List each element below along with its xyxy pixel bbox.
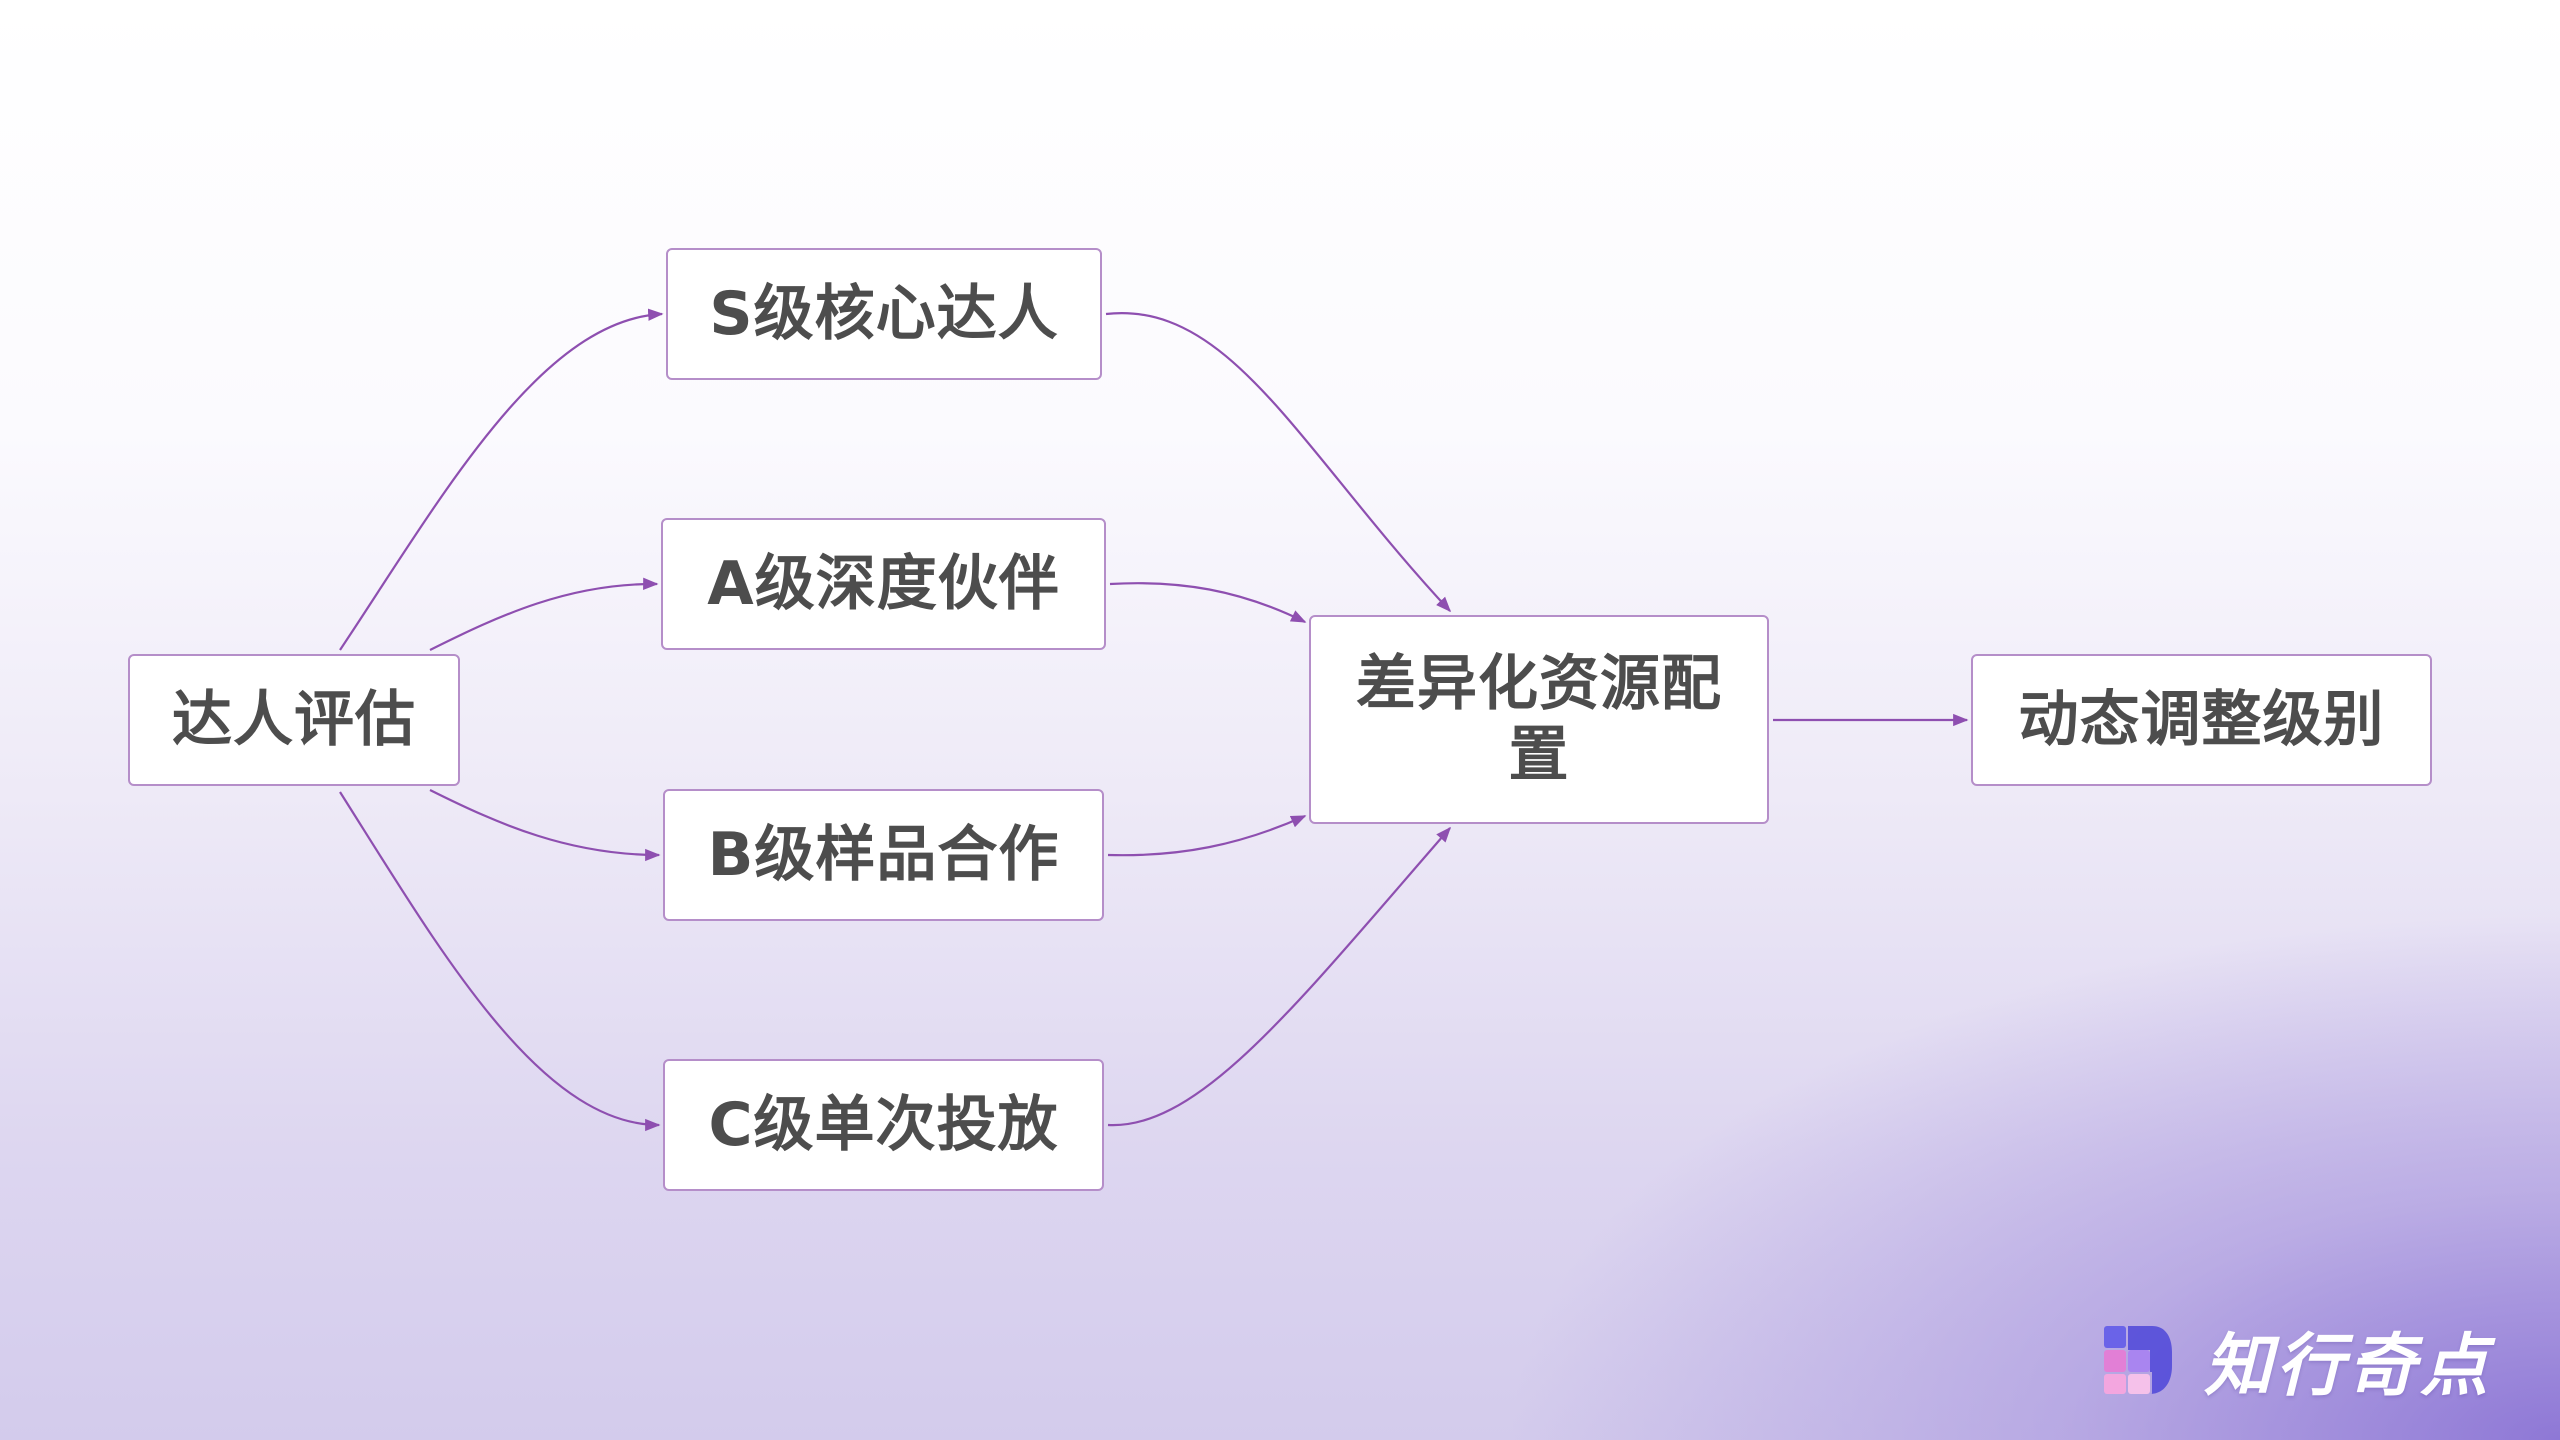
node-a-tier: A级深度伙伴 [661,518,1106,650]
node-s-tier: S级核心达人 [666,248,1102,380]
node-dynamic-adjustment: 动态调整级别 [1971,654,2432,786]
edge-b-to-alloc [1107,814,1307,857]
node-b-tier: B级样品合作 [663,789,1104,921]
node-label: 差异化资源配置 [1356,648,1722,790]
brand-logo: 知行奇点 [2100,1310,2492,1409]
node-label: 动态调整级别 [2018,684,2385,755]
node-label: S级核心达人 [709,278,1059,349]
node-c-tier: C级单次投放 [663,1059,1104,1191]
logo-mark-icon [2104,1325,2172,1394]
edge-eval-to-b [429,789,661,862]
edge-a-to-alloc [1109,582,1307,623]
node-resource-allocation: 差异化资源配置 [1309,615,1769,824]
edge-c-to-alloc [1107,826,1452,1127]
logo-text: 知行奇点 [2204,1327,2493,1406]
edge-eval-to-c [339,791,661,1132]
edge-eval-to-s [339,308,664,651]
node-label: 达人评估 [172,684,416,755]
node-label: A级深度伙伴 [707,548,1060,619]
edge-s-to-alloc [1105,311,1452,613]
node-talent-evaluation: 达人评估 [128,654,460,786]
node-label: C级单次投放 [708,1089,1059,1160]
node-label: B级样品合作 [707,819,1060,890]
edge-eval-to-a [429,577,659,651]
